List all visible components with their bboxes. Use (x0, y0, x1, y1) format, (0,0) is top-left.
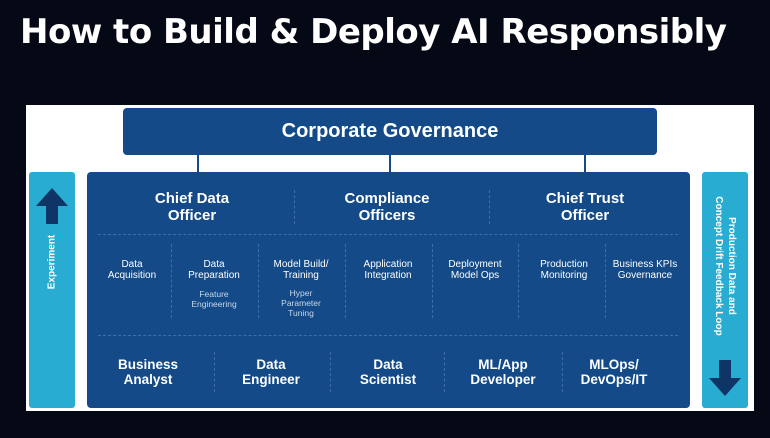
divider (444, 352, 445, 392)
role-line: Scientist (359, 372, 417, 387)
subtask-feature-engineering: Feature Engineering (171, 289, 257, 309)
divider (330, 352, 331, 392)
officer-line: Chief Data (154, 190, 230, 207)
role-line: Data (256, 357, 286, 372)
task-application-integration: Application Integration (345, 259, 431, 281)
officer-compliance: Compliance Officers (312, 190, 462, 224)
page-title: How to Build & Deploy AI Responsibly (20, 12, 727, 52)
divider (605, 244, 606, 318)
subtask-line: Parameter (281, 298, 321, 308)
feedback-loop-label-line: Concept Drift Feedback Loop (713, 196, 724, 336)
task-line: Model Build/ (273, 259, 329, 270)
experiment-label: Experiment (46, 234, 58, 290)
task-line: Preparation (188, 270, 240, 281)
officer-chief-trust: Chief Trust Officer (510, 190, 660, 224)
role-line: DevOps/IT (580, 372, 648, 387)
officer-line: Officer (560, 207, 610, 224)
divider (562, 352, 563, 392)
task-line: Production (540, 259, 588, 270)
connector-line (389, 155, 391, 173)
divider (214, 352, 215, 392)
task-line: Data (203, 259, 225, 270)
task-line: Training (283, 270, 319, 281)
arrow-up-icon (36, 188, 68, 224)
officer-line: Compliance (344, 190, 430, 207)
task-line: Monitoring (540, 270, 588, 281)
role-line: MLOps/ (589, 357, 639, 372)
role-line: ML/App (478, 357, 528, 372)
role-line: Data (373, 357, 403, 372)
role-business-analyst: Business Analyst (88, 357, 208, 387)
task-model-build-training: Model Build/ Training (258, 259, 344, 281)
arrow-down-icon (709, 360, 741, 396)
divider (518, 244, 519, 318)
task-production-monitoring: Production Monitoring (521, 259, 607, 281)
task-line: Integration (364, 270, 412, 281)
subtask-line: Engineering (191, 299, 237, 309)
divider (432, 244, 433, 318)
role-data-scientist: Data Scientist (328, 357, 448, 387)
officer-line: Chief Trust (545, 190, 625, 207)
role-line: Engineer (242, 372, 300, 387)
corporate-governance-box: Corporate Governance (123, 108, 657, 155)
task-line: Deployment (448, 259, 502, 270)
officer-line: Officers (358, 207, 416, 224)
role-ml-app-developer: ML/App Developer (443, 357, 563, 387)
task-data-preparation: Data Preparation (171, 259, 257, 281)
connector-line (584, 155, 586, 173)
officer-chief-data: Chief Data Officer (117, 190, 267, 224)
feedback-loop-label: Production Data and Concept Drift Feedba… (712, 196, 738, 335)
divider (489, 190, 490, 224)
task-line: Business KPIs (612, 259, 678, 270)
divider (98, 234, 678, 235)
task-data-acquisition: Data Acquisition (89, 259, 175, 281)
subtask-hyper-parameter-tuning: Hyper Parameter Tuning (258, 288, 344, 318)
subtask-line: Hyper (289, 288, 313, 298)
divider (171, 244, 172, 318)
task-line: Governance (617, 270, 673, 281)
task-line: Application (363, 259, 413, 270)
task-line: Acquisition (107, 270, 157, 281)
task-line: Data (121, 259, 143, 270)
subtask-line: Tuning (288, 308, 314, 318)
task-deployment-model-ops: Deployment Model Ops (432, 259, 518, 281)
task-business-kpis-governance: Business KPIs Governance (602, 259, 688, 281)
divider (294, 190, 295, 224)
divider (345, 244, 346, 318)
role-data-engineer: Data Engineer (211, 357, 331, 387)
subtask-line: Feature (199, 289, 229, 299)
role-line: Developer (470, 372, 536, 387)
role-mlops-devops-it: MLOps/ DevOps/IT (554, 357, 674, 387)
feedback-loop-label-line: Production Data and (726, 217, 737, 315)
task-line: Model Ops (450, 270, 500, 281)
role-line: Analyst (123, 372, 173, 387)
divider (258, 244, 259, 318)
connector-line (197, 155, 199, 173)
roles-box (87, 172, 690, 408)
divider (98, 335, 678, 336)
officer-line: Officer (167, 207, 217, 224)
role-line: Business (117, 357, 179, 372)
